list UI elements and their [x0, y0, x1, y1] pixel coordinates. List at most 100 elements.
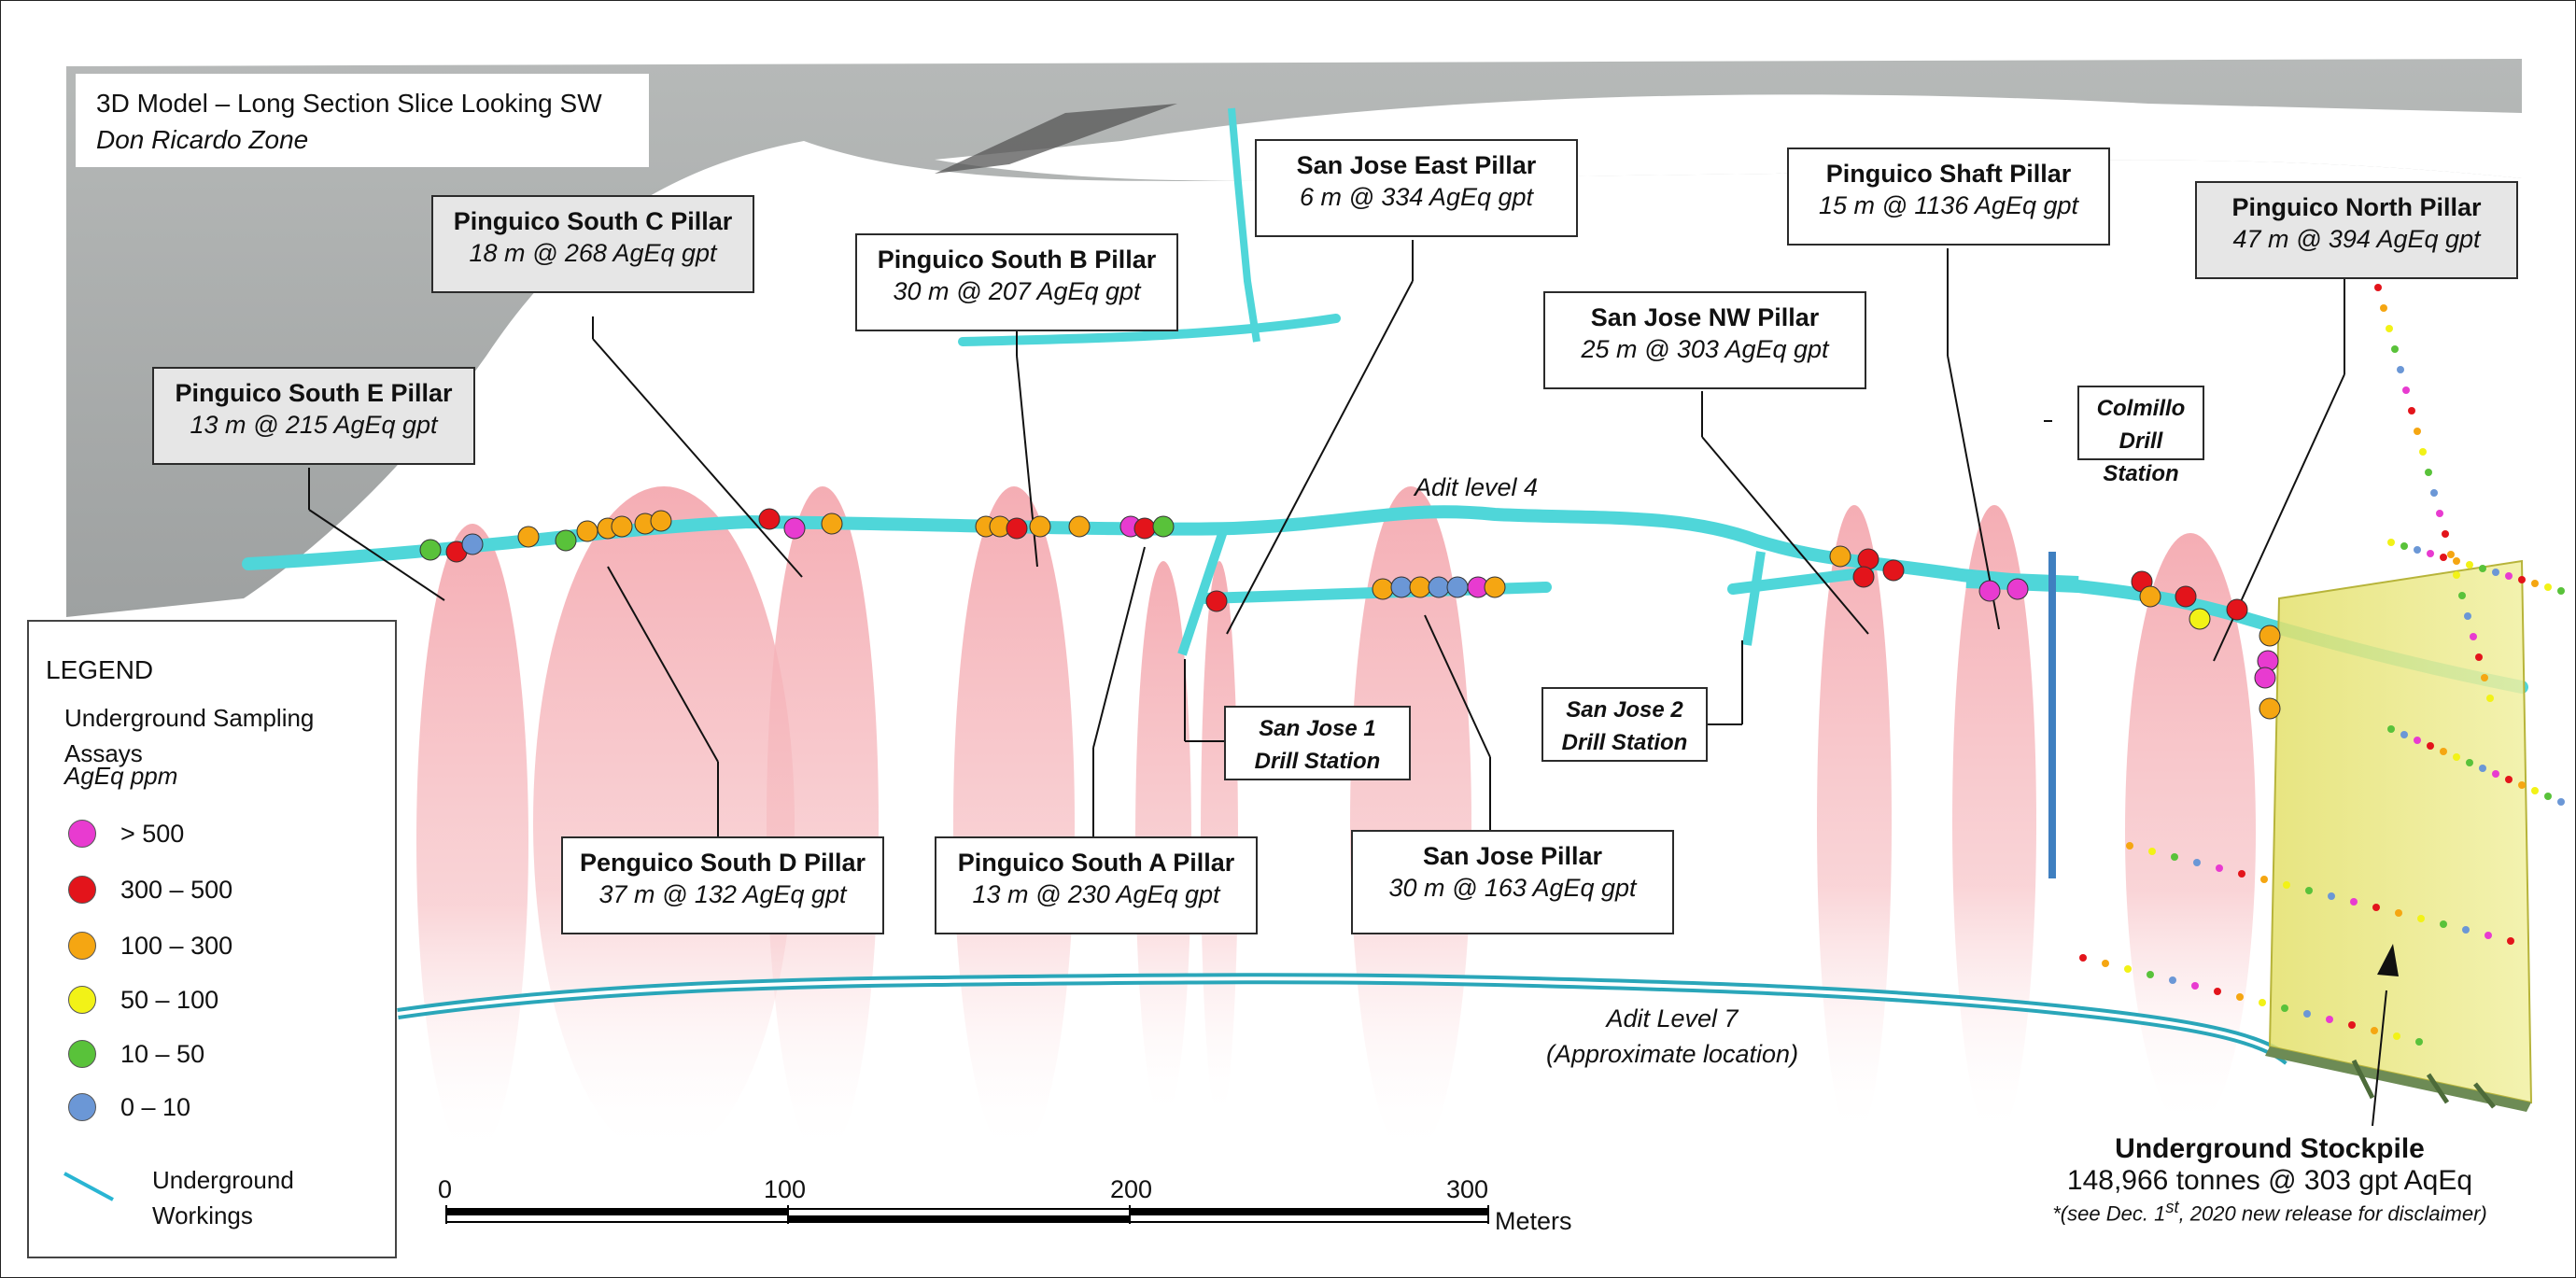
sample-bead: [1133, 517, 1156, 540]
pillar-name: Pinguico South A Pillar: [957, 849, 1235, 877]
sample-speck: [2479, 565, 2486, 572]
sample-speck: [2419, 448, 2427, 456]
sample-bead: [2139, 585, 2161, 608]
sample-speck: [2193, 859, 2201, 866]
leader-lines: [308, 240, 2387, 1127]
label-san-jose-east: San Jose East Pillar 6 m @ 334 AgEq gpt: [1255, 139, 1578, 237]
sample-speck: [2436, 510, 2443, 517]
pillar-name: San Jose East Pillar: [1296, 151, 1537, 179]
sample-speck: [2544, 583, 2552, 591]
sample-speck: [2148, 848, 2156, 855]
sample-speck: [2400, 542, 2408, 550]
sample-bead: [517, 526, 540, 548]
sample-speck: [2415, 1038, 2423, 1046]
sample-speck: [2430, 489, 2438, 497]
pillar-grade: 47 m @ 394 AgEq gpt: [2232, 224, 2481, 253]
label-pinguico-north: Pinguico North Pillar 47 m @ 394 AgEq gp…: [2195, 181, 2518, 279]
sample-speck: [2260, 876, 2268, 883]
label-san-jose-2-drill-station: San Jose 2 Drill Station: [1541, 687, 1708, 762]
scale-tick-300: 300: [1446, 1175, 1489, 1203]
legend-class-row: 300 – 500: [68, 874, 232, 906]
sample-speck: [2544, 793, 2552, 800]
sample-speck: [2397, 366, 2404, 373]
label-san-jose: San Jose Pillar 30 m @ 163 AgEq gpt: [1351, 830, 1674, 934]
sample-speck: [2387, 539, 2395, 546]
upper-tunnel: [958, 314, 1341, 346]
sample-speck: [2453, 753, 2460, 761]
sample-speck: [2387, 725, 2395, 733]
sample-speck: [2372, 904, 2380, 911]
pillar-name: Pinguico South B Pillar: [877, 246, 1157, 274]
sample-speck: [2259, 999, 2266, 1006]
drill-station-name: San Jose 2: [1566, 697, 1683, 723]
sample-speck: [2391, 345, 2399, 353]
legend-class-row: 10 – 50: [68, 1038, 204, 1070]
sample-speck: [2475, 653, 2483, 661]
sample-speck: [2464, 612, 2471, 620]
pillar-grade: 6 m @ 334 AgEq gpt: [1299, 182, 1534, 211]
label-colmillo-drill-station: Colmillo Drill Station: [2077, 386, 2204, 486]
legend-workings-line2: Workings: [152, 1201, 253, 1229]
scale-unit: Meters: [1495, 1207, 1572, 1235]
sample-speck: [2374, 284, 2382, 291]
sample-bead: [2259, 697, 2281, 720]
legend-swatch-icon: [68, 1093, 96, 1121]
sample-speck: [2393, 1032, 2400, 1040]
legend-title: LEGEND: [46, 655, 154, 684]
sample-speck: [2440, 748, 2447, 755]
stockpile-label: Underground Stockpile 148,966 tonnes @ 3…: [2008, 1133, 2531, 1226]
sample-speck: [2427, 550, 2434, 557]
label-pinguico-south-a: Pinguico South A Pillar 13 m @ 230 AgEq …: [935, 836, 1258, 934]
pillar-name: San Jose NW Pillar: [1590, 303, 1820, 331]
legend-class-row: 0 – 10: [68, 1091, 190, 1123]
stockpile-block: [2265, 559, 2533, 1112]
drill-station-name: Colmillo: [2096, 396, 2186, 421]
sample-speck: [2518, 576, 2526, 583]
sample-speck: [2453, 557, 2460, 565]
sample-speck: [2414, 546, 2421, 554]
sample-speck: [2479, 765, 2486, 772]
sample-bead: [821, 513, 843, 535]
pillar-grade: 18 m @ 268 AgEq gpt: [469, 238, 717, 267]
sample-bead: [758, 508, 781, 530]
sample-speck: [2238, 870, 2245, 878]
stockpile-arrow-head: [2377, 944, 2399, 976]
legend-swatch-icon: [68, 820, 96, 848]
stockpile-disclaimer: *(see Dec. 1st, 2020 new release for dis…: [2008, 1197, 2531, 1226]
san-jose-2-raise: [1742, 551, 1766, 646]
sample-bead: [1882, 559, 1905, 582]
pillar-name: Penguico South D Pillar: [579, 849, 866, 877]
pillar-grade: 13 m @ 230 AgEq gpt: [972, 879, 1220, 908]
pillar-grade: 13 m @ 215 AgEq gpt: [190, 410, 438, 439]
sample-bead: [1852, 566, 1875, 588]
label-san-jose-nw: San Jose NW Pillar 25 m @ 303 AgEq gpt: [1543, 291, 1866, 389]
sample-bead: [555, 529, 577, 552]
sample-speck: [2466, 561, 2473, 569]
sample-speck: [2557, 587, 2565, 595]
sample-speck: [2505, 572, 2513, 580]
pillar-name: Pinguico South C Pillar: [453, 207, 733, 235]
disclaimer-post: , 2020 new release for disclaimer): [2178, 1201, 2487, 1226]
label-san-jose-1-drill-station: San Jose 1 Drill Station: [1224, 706, 1411, 780]
pillar-grade: 15 m @ 1136 AgEq gpt: [1818, 190, 2079, 219]
sample-speck: [2505, 776, 2513, 783]
sample-bead: [1152, 515, 1175, 538]
sample-bead: [461, 533, 484, 555]
label-pinguico-south-e: Pinguico South E Pillar 13 m @ 215 AgEq …: [152, 367, 475, 465]
figure-subtitle: Don Ricardo Zone: [96, 125, 309, 155]
sample-speck: [2281, 1004, 2288, 1012]
legend-class-label: 0 – 10: [120, 1092, 191, 1121]
legend-sampling-line2: Assays: [64, 738, 143, 767]
upper-raise: [1228, 107, 1260, 343]
legend-class-row: 50 – 100: [68, 984, 218, 1016]
sample-speck: [2283, 881, 2290, 889]
sample-bead: [1446, 576, 1469, 598]
sample-bead: [576, 520, 598, 542]
adit-level-7-title: Adit Level 7: [1606, 1004, 1738, 1032]
legend-workings-line1: Underground: [152, 1166, 294, 1194]
sample-speck: [2417, 915, 2425, 922]
sample-bead: [1409, 576, 1431, 598]
label-penguico-south-d: Penguico South D Pillar 37 m @ 132 AgEq …: [561, 836, 884, 934]
pillar-grade: 37 m @ 132 AgEq gpt: [598, 879, 847, 908]
